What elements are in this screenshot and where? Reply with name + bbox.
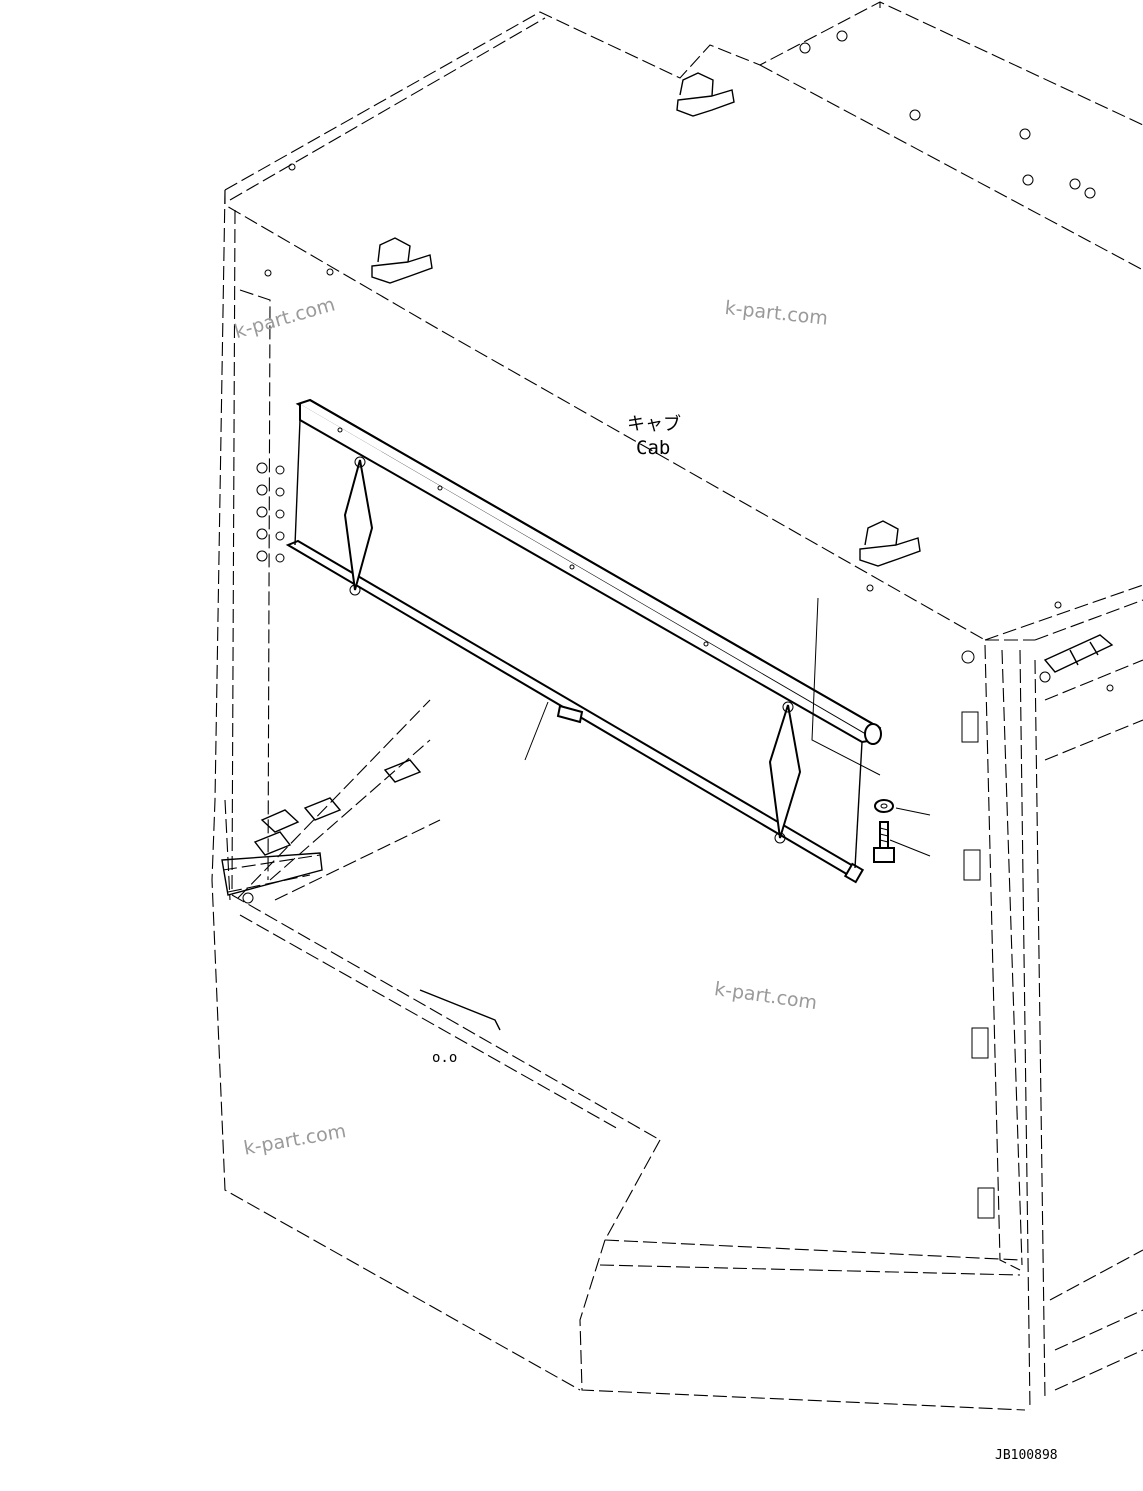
sun-visor-assembly [285, 398, 882, 884]
cab-front-frame [579, 644, 1143, 1411]
cab-label-en: Cab [636, 437, 671, 459]
roof-bracket-left [371, 237, 433, 284]
roof-bracket-center [676, 72, 735, 117]
front-clips [961, 711, 995, 1219]
right-hinge [1039, 634, 1114, 692]
bolt [873, 821, 895, 863]
floor-attachments: o.o [221, 759, 501, 1066]
roof-bolts [264, 30, 1096, 664]
panel-mark: o.o [432, 1050, 457, 1066]
washer [874, 799, 894, 813]
cab-label-jp: キャブ [627, 414, 681, 435]
cab-left-side [211, 189, 661, 1391]
roof-bracket-right [859, 520, 921, 567]
drawing-number: JB100898 [995, 1448, 1058, 1463]
pillar-bolts [256, 462, 285, 563]
leader-lines [524, 597, 931, 857]
